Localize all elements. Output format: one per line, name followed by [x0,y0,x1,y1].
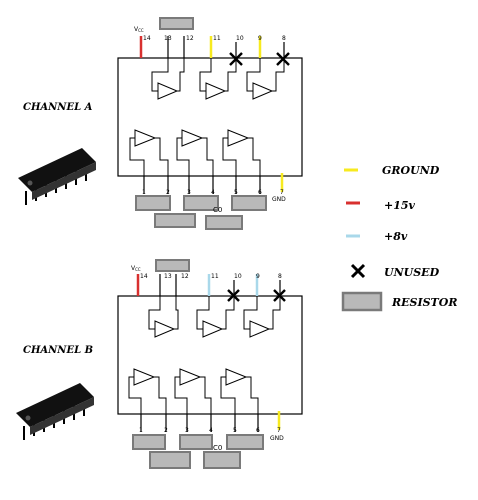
unused-mark-a-8 [276,52,290,66]
pin-4-label-b: 4 [209,427,213,434]
resistor-a-3 [183,195,219,211]
legend-unused-cross-icon [350,263,366,279]
pin-7-label-b: 7 [277,427,281,434]
lower-gates-a [129,129,261,176]
unused-mark-b-10 [227,289,240,302]
upper-gates-a [151,58,285,100]
resistor-b-5 [226,434,264,450]
resistor-top-b [155,259,190,272]
pin-2-label-a: 2 [166,189,170,196]
ic-outline-a [117,57,303,177]
legend-unused-label: UNUSED [384,266,440,279]
resistor-b-4 [203,451,241,469]
ic-chip-icon-b [16,383,94,440]
lower-gates-b [128,368,259,414]
pin-14-label-b: 14 [140,273,148,280]
pin-11-label-a: 11 [213,35,221,42]
pin-14-label-a: 14 [143,35,151,42]
pin-1-label-a: 1 [142,189,146,196]
resistor-a-5 [231,195,267,211]
resistor-a-4 [205,215,243,230]
upper-gates-b [148,296,281,338]
pin-3-label-a: 3 [187,189,191,196]
channel-a-label: CHANNEL A [23,102,93,113]
pin-5-label-a: 5 [234,189,238,196]
pin-12-label-b: 12 [181,273,189,280]
legend-ground-label: GROUND [382,164,440,177]
pin-13-label-b: 13 [164,273,172,280]
vcc-label-b: VCC [131,265,141,272]
pin-4-label-a: 4 [211,189,215,196]
pin-10-label-a: 10 [236,35,244,42]
pin-1-label-b: 1 [139,427,143,434]
pin-5-label-b: 5 [233,427,237,434]
pin-2-label-b: 2 [164,427,168,434]
pin-6-label-b: 6 [256,427,260,434]
gnd-label-a: GND [272,196,286,203]
vcc-label-a: VCC [134,26,144,33]
pin-6-label-a: 6 [258,189,262,196]
unused-mark-b-8 [273,289,286,302]
legend: GROUND +15v +8v UNUSED RESISTOR [341,164,457,312]
pin-9-label-a: 9 [258,35,262,42]
resistor-a-2 [154,213,196,228]
pin-11-label-b: 11 [211,273,219,280]
resistor-b-2 [149,451,191,469]
resistor-top-a [159,17,194,30]
legend-resistor-label: RESISTOR [391,296,457,309]
pin-10-label-b: 10 [234,273,242,280]
channel-b-label: CHANNEL B [23,345,93,356]
legend-plus8-label: +8v [384,230,408,243]
ic-chip-icon-a [18,148,96,205]
resistor-b-1 [132,434,166,450]
chip-watermark-a: C0 [213,206,222,214]
legend-resistor-swatch [341,291,383,312]
pin-3-label-b: 3 [185,427,189,434]
pin-13-label-a: 13 [164,35,172,42]
legend-plus15-label: +15v [384,199,416,212]
pin-9-label-b: 9 [256,273,260,280]
channel-b-diagram: VCC 14 13 12 11 10 9 8 1 2 3 4 5 6 7 GND… [16,259,303,469]
channel-a-diagram: VCC 14 13 12 11 10 9 8 1 2 3 4 5 6 7 GND… [18,17,303,230]
pin-12-label-a: 12 [186,35,194,42]
pin-8-label-b: 8 [278,273,282,280]
resistor-b-3 [179,434,213,450]
ic-outline-b [117,295,303,415]
pin-8-label-a: 8 [282,35,286,42]
gnd-label-b: GND [270,435,284,442]
pin-7-label-a: 7 [280,189,284,196]
chip-watermark-b: C0 [213,444,222,452]
resistor-a-1 [135,195,171,211]
